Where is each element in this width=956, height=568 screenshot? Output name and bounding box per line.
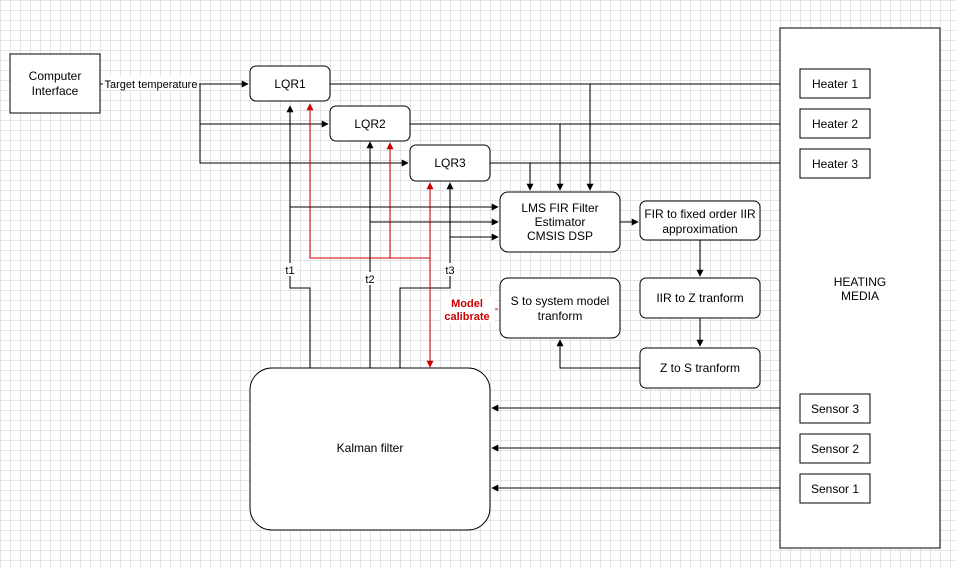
block-lqr1: LQR1 — [249, 65, 331, 102]
fir-iir-label-1: FIR to fixed order IIR — [644, 207, 756, 221]
sensor1-label: Sensor 1 — [811, 482, 859, 496]
block-sensor3: Sensor 3 — [799, 393, 871, 424]
block-kalman-filter: Kalman filter — [249, 367, 491, 531]
heater2-label: Heater 2 — [812, 117, 858, 131]
block-heater2: Heater 2 — [799, 108, 871, 139]
block-iir-to-z: IIR to Z tranform — [639, 277, 761, 319]
block-heating-media: HEATING MEDIA — [779, 27, 941, 549]
t1-label: t1 — [285, 265, 294, 277]
z-s-label: Z to S tranform — [660, 361, 740, 375]
t3-label: t3 — [445, 265, 454, 277]
block-lqr3: LQR3 — [409, 144, 491, 182]
t2-label: t2 — [365, 274, 374, 286]
iir-z-label: IIR to Z tranform — [656, 291, 743, 305]
block-lms-fir-estimator: LMS FIR Filter Estimator CMSIS DSP — [499, 191, 621, 253]
lqr3-label: LQR3 — [434, 156, 466, 170]
edge-target-to-lqr3 — [199, 84, 409, 167]
block-sensor2: Sensor 2 — [799, 433, 871, 464]
t1-label-group: t1 — [284, 263, 297, 277]
s-system-label-2: tranform — [538, 309, 583, 323]
block-heater3: Heater 3 — [799, 148, 871, 179]
t2-label-group: t2 — [364, 272, 377, 286]
fir-iir-label-2: approximation — [662, 222, 737, 236]
lqr2-label: LQR2 — [354, 117, 386, 131]
block-fir-to-iir: FIR to fixed order IIR approximation — [639, 200, 761, 241]
edge-kalman-to-lqr3 — [399, 182, 454, 368]
block-computer-interface: Computer Interface — [9, 53, 101, 114]
connections — [100, 80, 800, 492]
target-temperature-label: Target temperature — [105, 79, 198, 91]
heating-media-label-1: HEATING — [834, 275, 886, 289]
heater3-label: Heater 3 — [812, 157, 858, 171]
lqr1-label: LQR1 — [274, 77, 306, 91]
block-s-to-system-model: S to system model tranform — [499, 277, 621, 339]
sensor3-label: Sensor 3 — [811, 402, 859, 416]
lms-label-3: CMSIS DSP — [527, 229, 593, 243]
block-z-to-s: Z to S tranform — [639, 347, 761, 389]
t3-label-group: t3 — [444, 263, 457, 277]
computer-interface-label-1: Computer — [29, 69, 82, 83]
lms-label-1: LMS FIR Filter — [521, 201, 598, 215]
s-system-label-1: S to system model — [511, 294, 610, 308]
heater1-label: Heater 1 — [812, 77, 858, 91]
edge-kalman-to-lqr1 — [286, 105, 311, 368]
model-calibrate-label-group: Model calibrate — [441, 297, 495, 323]
model-calibrate-label-2: calibrate — [444, 311, 489, 323]
computer-interface-label-2: Interface — [32, 84, 79, 98]
heating-media-label-2: MEDIA — [841, 289, 879, 303]
sensor2-label: Sensor 2 — [811, 442, 859, 456]
model-calibrate-label-1: Model — [451, 298, 483, 310]
kalman-label: Kalman filter — [337, 441, 404, 455]
target-temperature-label-group: Target temperature — [103, 76, 199, 91]
block-heater1: Heater 1 — [799, 68, 871, 99]
block-sensor1: Sensor 1 — [799, 473, 871, 504]
block-lqr2: LQR2 — [329, 105, 411, 142]
lms-label-2: Estimator — [535, 215, 586, 229]
edge-z-s-to-s-system — [556, 339, 640, 369]
